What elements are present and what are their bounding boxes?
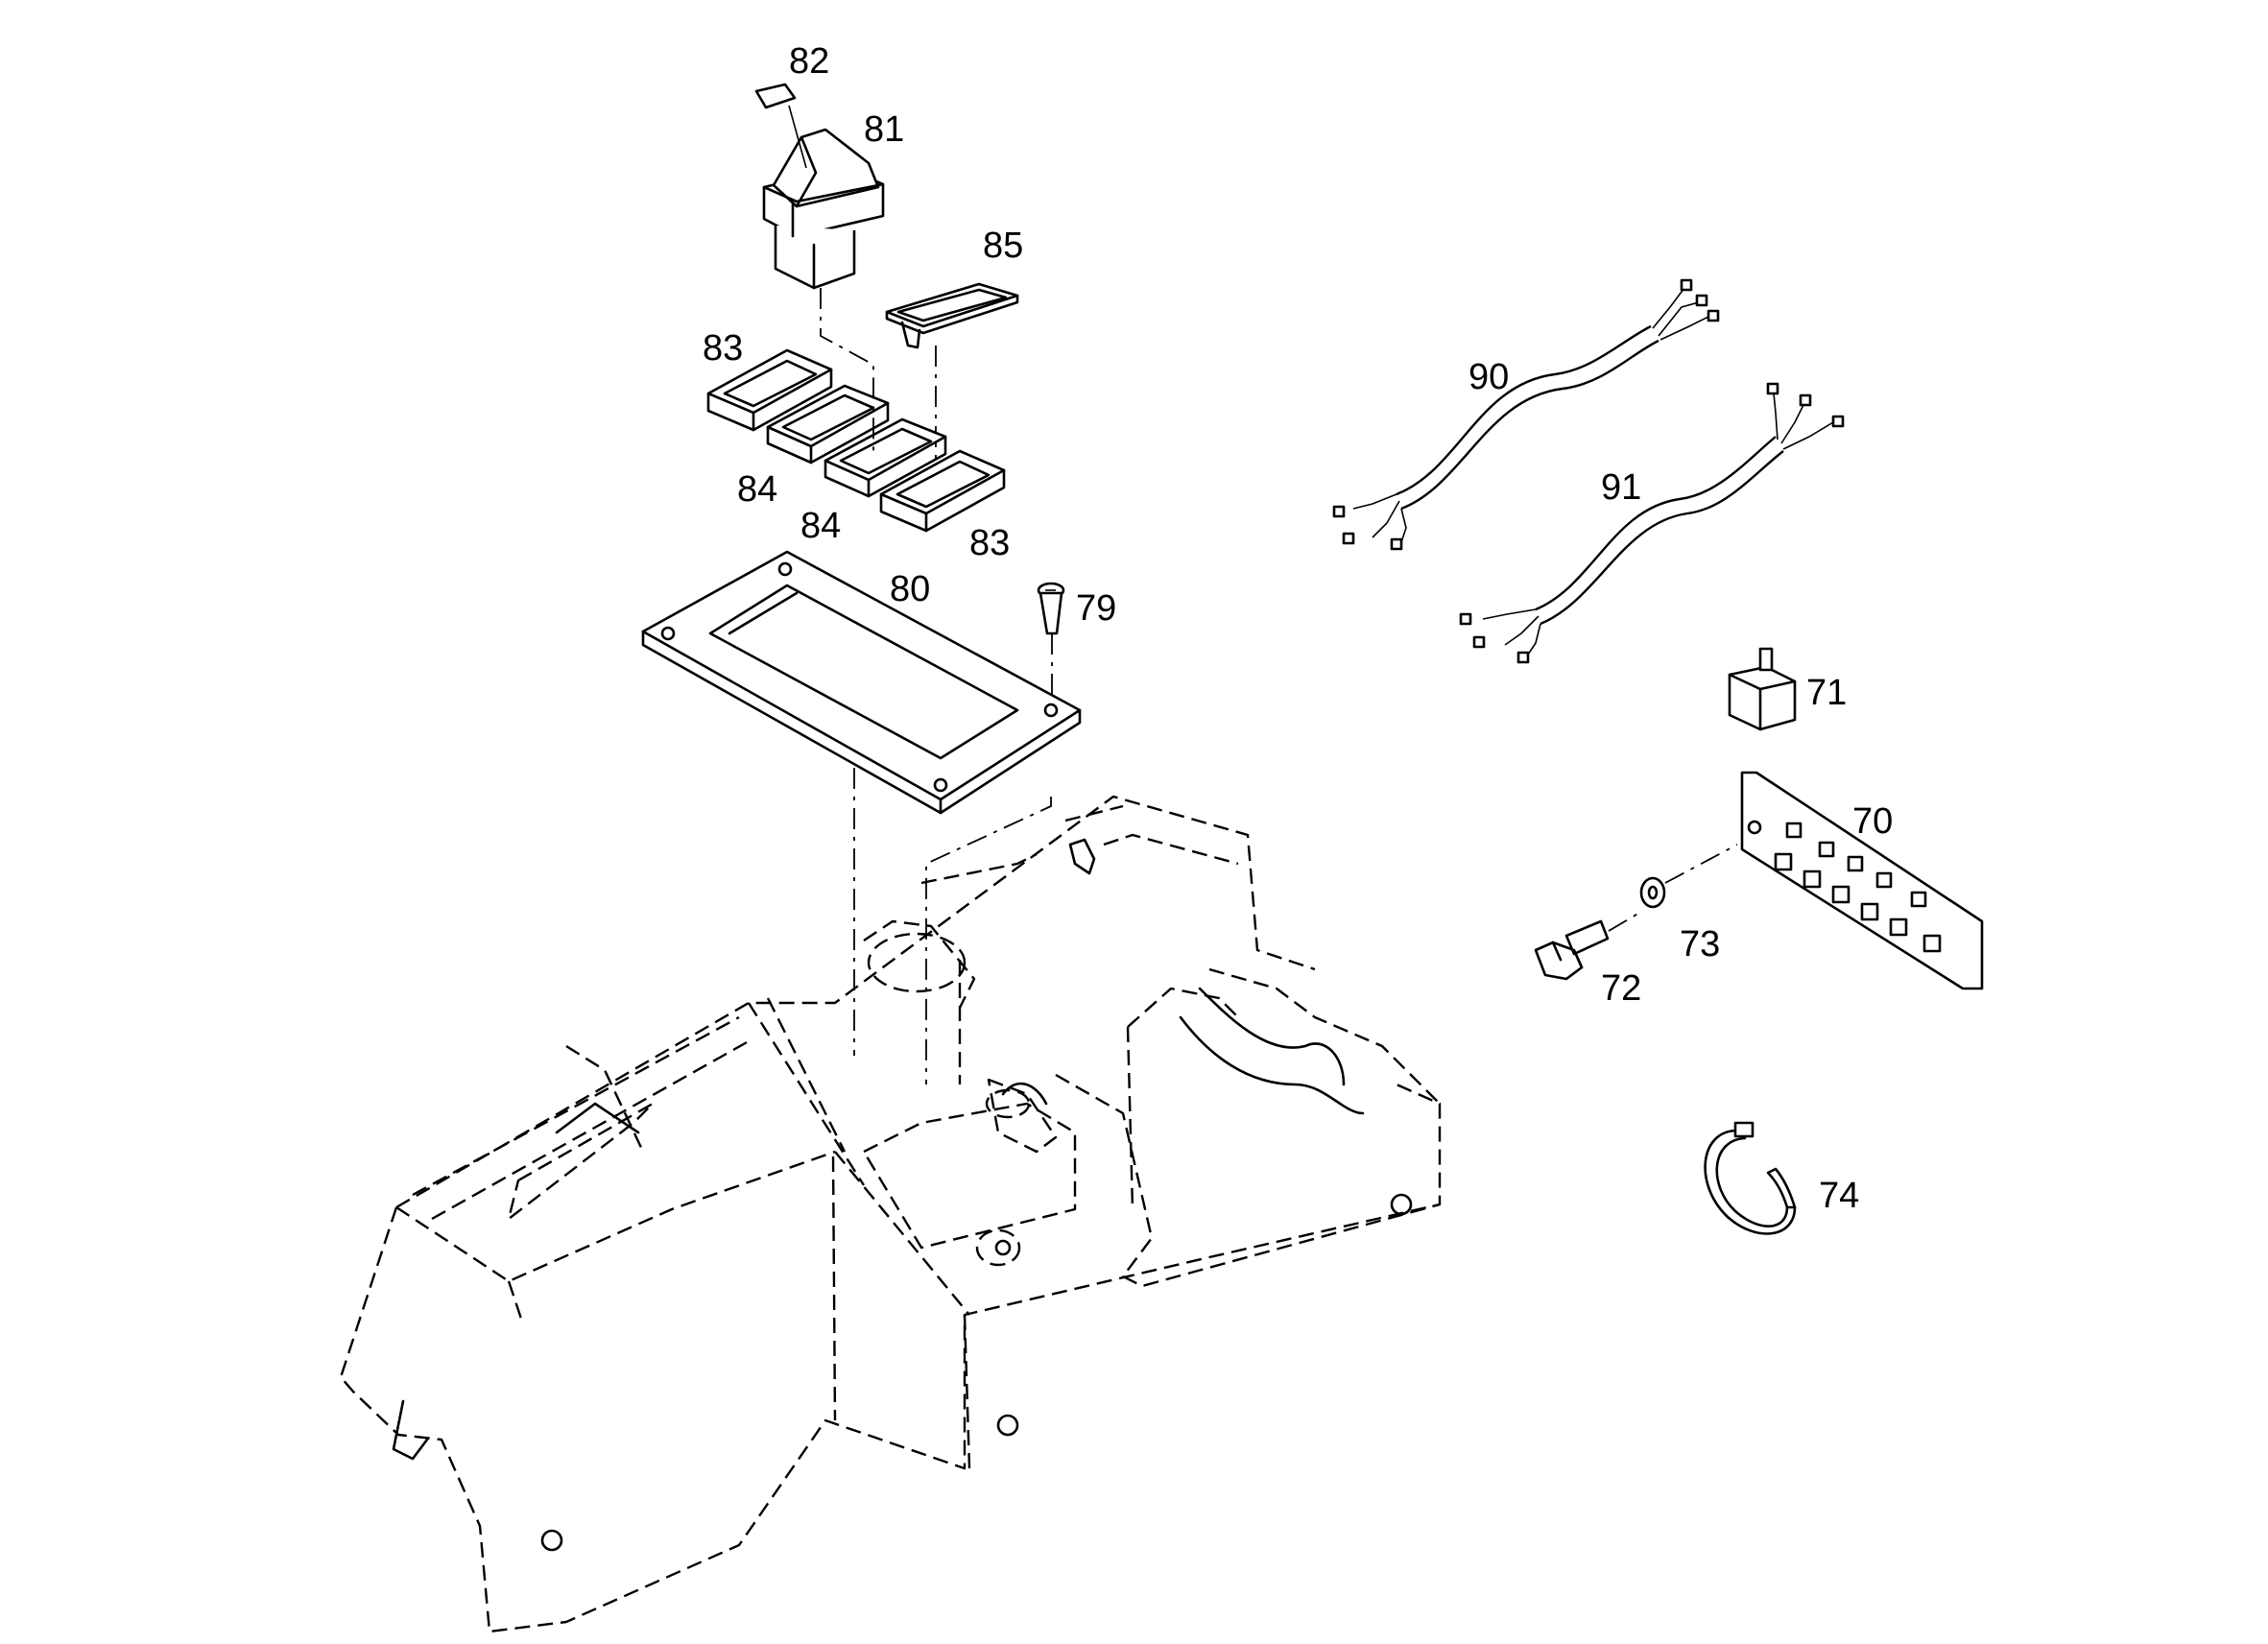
callout-83-top: 83 — [703, 328, 743, 369]
part-74-cable-tie — [1704, 1121, 1797, 1235]
part-81-rocker-switch — [762, 128, 885, 290]
part-91-wire-harness — [1459, 382, 1845, 664]
callout-73: 73 — [1680, 924, 1720, 965]
console-housing — [339, 795, 1442, 1633]
part-82-switch-lens — [754, 83, 807, 169]
callout-81: 81 — [864, 109, 904, 150]
part-73-washer — [1639, 876, 1666, 909]
callout-91: 91 — [1601, 467, 1641, 508]
callout-85: 85 — [983, 226, 1023, 266]
callout-84-middle: 84 — [800, 506, 841, 546]
callout-labels: 82 81 85 83 84 84 83 80 79 90 91 71 70 7… — [703, 41, 1893, 1216]
callout-70: 70 — [1852, 801, 1893, 842]
part-83-frame-a — [706, 348, 833, 432]
part-85-blank-plate — [885, 282, 1019, 480]
callout-82: 82 — [789, 41, 829, 82]
callout-84-left: 84 — [737, 469, 777, 510]
leader-72-70 — [1608, 844, 1738, 932]
callout-74: 74 — [1819, 1176, 1859, 1216]
part-70-relay-board — [1740, 771, 1984, 990]
part-83-frame-b — [879, 449, 1006, 533]
callout-79: 79 — [1076, 588, 1116, 629]
callout-72: 72 — [1601, 968, 1641, 1009]
part-90-wire-harness — [1332, 278, 1720, 551]
part-80-frame-plate — [641, 550, 1082, 815]
leaders-plate-housing — [853, 768, 1052, 1084]
part-72-bolt — [1534, 919, 1610, 981]
callout-90: 90 — [1468, 357, 1509, 397]
leader-81-frames — [820, 288, 874, 451]
part-79-screw — [1037, 582, 1065, 710]
callout-83-bottom: 83 — [969, 523, 1010, 563]
part-71-relay — [1728, 647, 1797, 731]
callout-71: 71 — [1806, 673, 1847, 713]
callout-80: 80 — [890, 569, 930, 609]
part-84-frame-b — [824, 417, 947, 498]
